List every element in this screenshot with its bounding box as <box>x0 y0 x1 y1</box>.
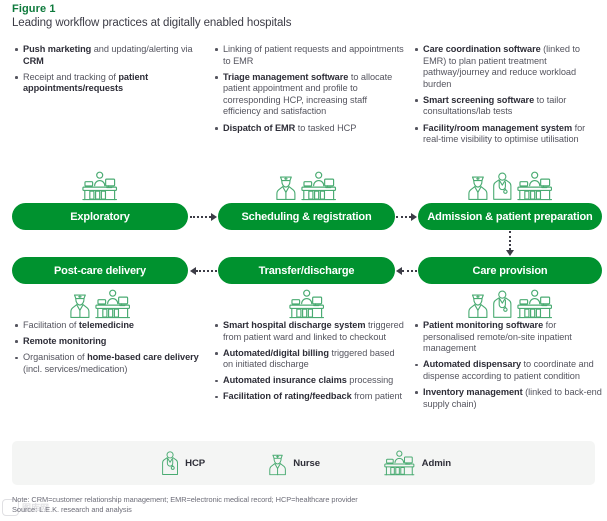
footnote-note: Note: CRM=customer relationship manageme… <box>12 495 358 504</box>
stage-pill-scheduling[interactable]: Scheduling & registration <box>218 203 395 230</box>
bullet-list: Patient monitoring software for personal… <box>414 320 602 410</box>
legend-item-nurse: Nurse <box>269 450 320 476</box>
admin-desk-icon <box>95 289 130 319</box>
admin-desk-icon <box>301 171 337 201</box>
bullet-item: Triage management software to allocate p… <box>214 72 404 118</box>
bullet-item: Automated insurance claims processing <box>214 375 406 387</box>
stage-pill-postcare[interactable]: Post-care delivery <box>12 257 188 284</box>
legend-label: Admin <box>421 457 451 469</box>
iconrow-transfer <box>218 285 395 319</box>
bullet-item: Automated/digital billing triggered base… <box>214 348 406 371</box>
bullets-transfer: Smart hospital discharge system triggere… <box>214 320 406 408</box>
hcp-icon <box>493 171 512 201</box>
bullets-care-provision: Patient monitoring software for personal… <box>414 320 602 415</box>
bullet-list: Push marketing and updating/alerting via… <box>14 44 204 95</box>
arrow-left-icon <box>396 266 402 275</box>
admin-desk-icon <box>289 289 324 319</box>
iconrow-exploratory <box>12 167 188 201</box>
page-title: Leading workflow practices at digitally … <box>12 17 292 29</box>
bullet-item: Facility/room management system for real… <box>414 123 600 146</box>
iconrow-scheduling <box>218 167 395 201</box>
bullets-exploratory: Push marketing and updating/alerting via… <box>14 44 204 99</box>
figure-label: Figure 1 <box>12 3 56 15</box>
bullet-item: Facilitation of telemedicine <box>14 320 206 332</box>
bullet-item: Smart hospital discharge system triggere… <box>214 320 406 343</box>
legend-item-hcp: HCP <box>162 450 205 476</box>
legend-label: Nurse <box>293 457 320 469</box>
iconrow-postcare <box>12 285 188 319</box>
footer: Note: CRM=customer relationship manageme… <box>12 495 358 514</box>
bullets-admission: Care coordination software (linked to EM… <box>414 44 600 150</box>
bullet-list: Care coordination software (linked to EM… <box>414 44 600 146</box>
arrow-right-icon <box>411 212 417 221</box>
bullet-item: Remote monitoring <box>14 336 206 348</box>
bullet-item: Facilitation of rating/feedback from pat… <box>214 391 406 403</box>
bullet-item: Inventory management (linked to back-end… <box>414 387 602 410</box>
hcp-icon <box>162 450 178 476</box>
iconrow-admission <box>418 167 602 201</box>
legend-band: HCP Nurse Admin <box>12 441 595 485</box>
iconrow-care-provision <box>418 285 602 319</box>
hcp-icon <box>493 289 512 319</box>
admin-desk-icon <box>516 171 552 201</box>
bullet-item: Automated dispensary to coordinate and d… <box>414 359 602 382</box>
connector-line <box>508 231 511 250</box>
bullet-item: Organisation of home-based care delivery… <box>14 352 206 375</box>
legend-item-admin: Admin <box>384 450 451 476</box>
bullet-item: Receipt and tracking of patient appointm… <box>14 72 204 95</box>
footnote-source: Source: L.E.K. research and analysis <box>12 504 132 514</box>
bullet-item: Care coordination software (linked to EM… <box>414 44 600 90</box>
admin-desk-icon <box>384 450 415 476</box>
bullets-scheduling: Linking of patient requests and appointm… <box>214 44 404 139</box>
arrow-down-icon <box>505 250 514 256</box>
bullet-list: Linking of patient requests and appointm… <box>214 44 404 134</box>
stage-pill-exploratory[interactable]: Exploratory <box>12 203 188 230</box>
bullet-list: Smart hospital discharge system triggere… <box>214 320 406 403</box>
nurse-icon <box>468 171 488 201</box>
arrow-left-icon <box>190 266 196 275</box>
bullet-item: Linking of patient requests and appointm… <box>214 44 404 67</box>
connector-exploratory-to-scheduling <box>190 212 217 221</box>
nurse-icon <box>269 450 286 476</box>
nurse-icon <box>276 171 296 201</box>
bullet-item: Dispatch of EMR to tasked HCP <box>214 123 404 135</box>
bullet-item: Smart screening software to tailor consu… <box>414 95 600 118</box>
nurse-icon <box>468 289 488 319</box>
connector-transfer-to-postcare <box>190 266 217 275</box>
connector-line <box>402 269 417 272</box>
connector-scheduling-to-admission <box>396 212 417 221</box>
admin-desk-icon <box>516 289 552 319</box>
admin-desk-icon <box>82 171 118 201</box>
connector-admission-to-care-provision <box>505 231 514 256</box>
connector-line <box>396 215 411 218</box>
stage-pill-care-provision[interactable]: Care provision <box>418 257 602 284</box>
legend-items: HCP Nurse Admin <box>162 441 451 485</box>
legend-label: HCP <box>185 457 206 469</box>
connector-careprovision-to-transfer <box>396 266 417 275</box>
connector-line <box>196 269 217 272</box>
arrow-right-icon <box>211 212 217 221</box>
stage-pill-transfer[interactable]: Transfer/discharge <box>218 257 395 284</box>
nurse-icon <box>70 289 90 319</box>
stage-pill-admission[interactable]: Admission & patient preparation <box>418 203 602 230</box>
bullet-item: Push marketing and updating/alerting via… <box>14 44 204 67</box>
bullet-item: Patient monitoring software for personal… <box>414 320 602 355</box>
connector-line <box>190 215 211 218</box>
